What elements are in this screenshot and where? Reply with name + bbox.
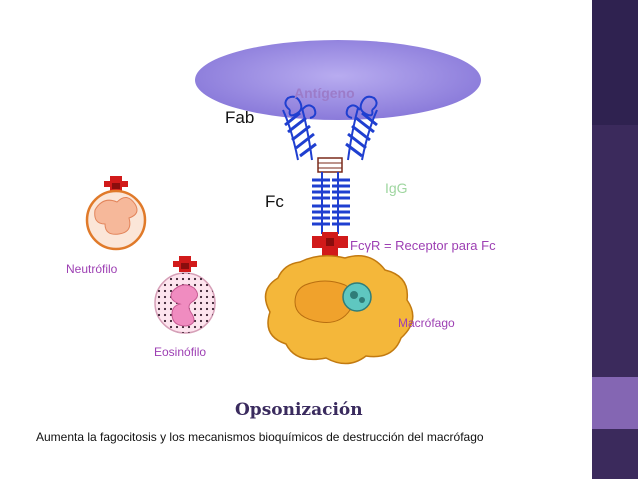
sidebar-block-bottom [592,429,638,479]
eosinophil-cell [154,256,216,334]
right-sidebar-band [592,0,638,479]
igg-antibody [282,95,378,234]
opsonization-diagram [85,40,481,365]
fab-label: Fab [225,108,255,127]
antibody-fc-stem [312,172,350,234]
igg-label: IgG [385,180,408,196]
antigen-label: Antígeno [294,85,355,101]
eosinophil-label: Eosinófilo [154,345,207,359]
receptor-label: FcγR = Receptor para Fc [350,238,496,253]
fc-label: Fc [265,192,284,211]
antibody-left-arm [282,95,317,161]
diagram-title: Opsonización [235,400,363,420]
diagram-caption: Aumenta la fagocitosis y los mecanismos … [36,430,484,444]
macrophage-cell [264,255,414,365]
antibody-right-arm [345,95,378,161]
antigen-ellipse [195,40,481,120]
sidebar-block-light [592,377,638,429]
fc-receptor [312,232,348,260]
neutrophil-label: Neutrófilo [66,262,118,276]
sidebar-block-dark [592,0,638,125]
neutrophil-cell [85,176,147,251]
antibody-hinge [317,157,343,173]
macrophage-label: Macrófago [398,316,455,330]
